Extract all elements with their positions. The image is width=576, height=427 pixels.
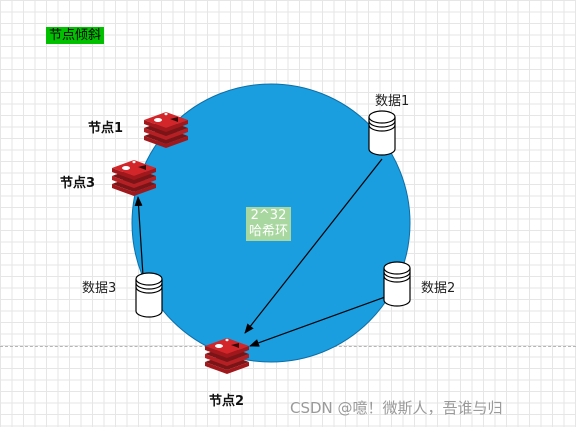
hash-ring-label: 2^32 哈希环 [246,207,292,241]
arrow-data3-to-node3 [134,196,144,277]
diagram-title: 节点倾斜 [46,27,105,44]
data2-database-icon [383,261,411,307]
hash-ring-label-line2: 哈希环 [249,224,289,239]
data1-database-icon [368,110,396,156]
node1-label: 节点1 [88,121,124,136]
data3-database-icon [135,272,163,318]
watermark: CSDN @噫！微斯人，吾谁与归 [290,399,503,417]
hash-ring-label-line1: 2^32 [250,208,287,223]
data3-label: 数据3 [82,281,117,296]
arrow-data1-to-node2 [244,158,383,334]
node2-label: 节点2 [209,394,245,409]
data1-label: 数据1 [375,94,410,109]
node3-label: 节点3 [60,176,96,191]
arrow-data2-to-node2 [249,296,386,347]
data2-label: 数据2 [421,281,456,296]
